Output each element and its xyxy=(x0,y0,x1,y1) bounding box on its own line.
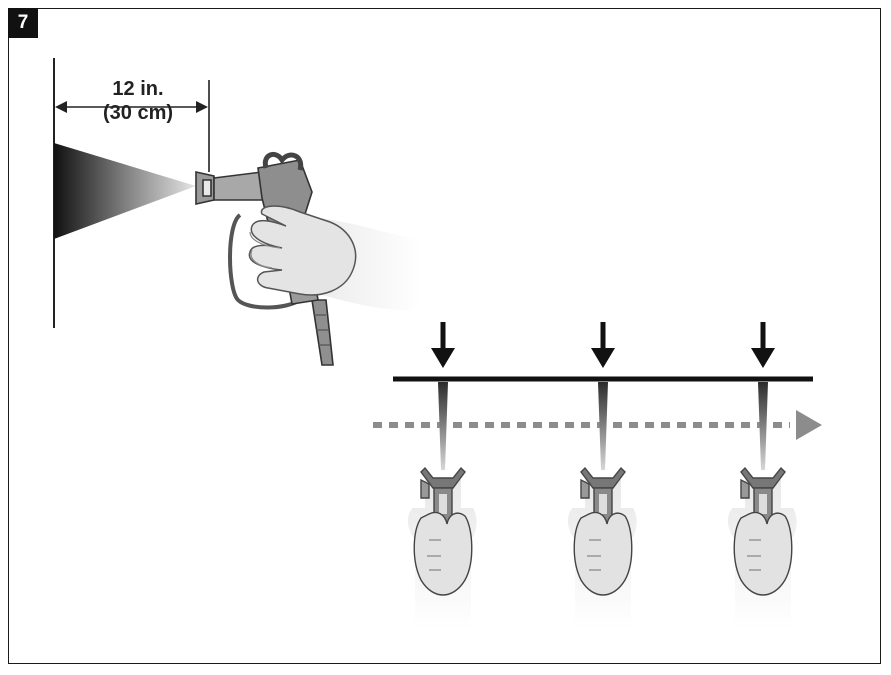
down-arrow-icon xyxy=(431,322,455,368)
spray-gun-front-icon xyxy=(407,466,477,630)
distance-label-imperial: 12 in. xyxy=(112,78,164,100)
spray-fan xyxy=(438,382,448,470)
figure-frame xyxy=(8,8,881,664)
hand-icon xyxy=(248,205,420,311)
down-arrow-icon xyxy=(591,322,615,368)
spray-pattern-cone xyxy=(54,143,196,239)
spray-gun-front-icon xyxy=(727,466,797,630)
spray-gun-front-icon xyxy=(567,466,637,630)
distance-dimension-arrow xyxy=(55,101,208,113)
spray-fan xyxy=(598,382,608,470)
spray-fan xyxy=(758,382,768,470)
down-arrow-icon xyxy=(751,322,775,368)
step-number-badge: 7 xyxy=(8,8,38,38)
